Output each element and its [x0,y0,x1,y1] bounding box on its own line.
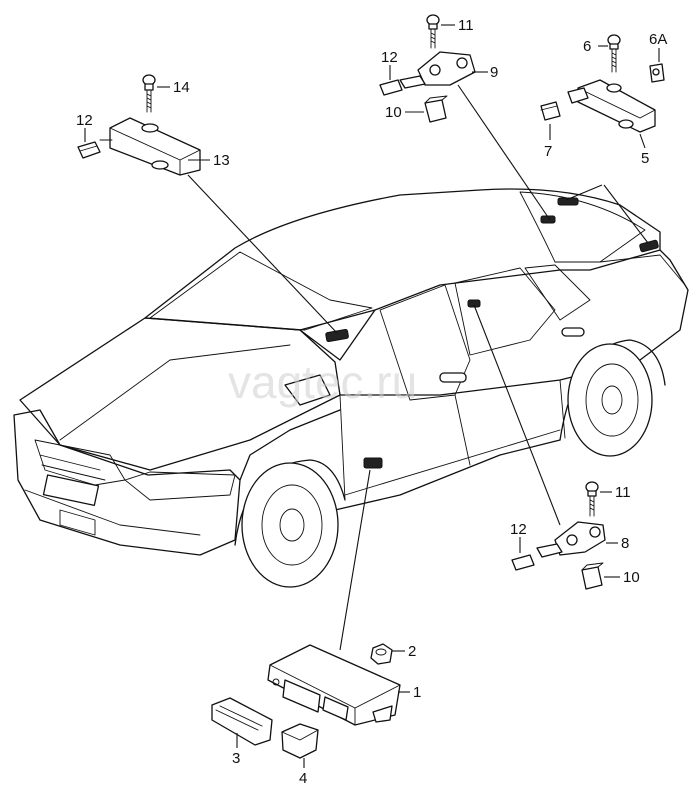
part-12-connector-a [77,141,101,159]
part-10-nut-top [424,95,448,123]
pillar-sensor-marker [467,299,481,308]
part-13-sensor-bracket [99,117,201,176]
part-labels: 14 12 13 11 12 9 10 6 6A 7 5 11 12 8 10 … [76,17,667,787]
part-2-nut [370,643,393,665]
car-illustration [13,188,689,588]
part-9-sensor-plate [399,51,476,89]
leader-lines [187,84,649,651]
part-7-connector [540,101,561,121]
sill-control-unit-marker [363,457,383,469]
part-1-control-unit [267,644,401,726]
label-13: 13 [213,152,230,169]
label-5: 5 [641,150,649,167]
part-11-screw-lower [585,481,599,517]
rear-shelf-marker-1 [557,197,579,206]
label-6: 6 [583,38,591,55]
part-12-connector-b [379,79,403,96]
label-3: 3 [232,750,240,767]
roof-sensor-marker [325,328,349,343]
label-12-left: 12 [76,112,93,129]
label-11-lower: 11 [615,484,631,501]
label-10-top: 10 [385,104,402,121]
rear-door-handle [561,327,585,337]
front-wheel [234,459,346,588]
label-12-top: 12 [381,49,398,66]
part-5-sensor-bracket [567,79,656,133]
label-7: 7 [544,143,552,160]
part-4-plug [281,723,319,759]
part-14-screw [142,74,156,113]
part-8-sensor-plate [536,521,606,558]
part-12-connector-c [511,554,535,571]
part-3-connector [211,697,273,746]
part-6-screw [607,34,621,73]
front-door-handle [439,372,467,383]
rear-shelf-marker-2 [540,215,556,224]
label-8: 8 [621,535,629,552]
side-mirror [284,374,331,406]
part-11-screw-top [426,14,440,49]
label-4: 4 [299,770,307,787]
label-9: 9 [490,64,498,81]
label-10-lower: 10 [623,569,640,586]
rear-shelf-marker-3 [639,239,659,253]
watermark: vagtec.ru [228,356,417,408]
label-2: 2 [408,643,416,660]
rear-wheel [559,339,666,457]
label-12-lower: 12 [510,521,527,538]
label-14: 14 [173,79,190,96]
part-6a-clip [649,63,665,83]
label-11-top: 11 [458,17,474,34]
label-1: 1 [413,684,421,701]
label-6a: 6A [649,31,667,48]
part-10-nut-lower [581,562,604,590]
